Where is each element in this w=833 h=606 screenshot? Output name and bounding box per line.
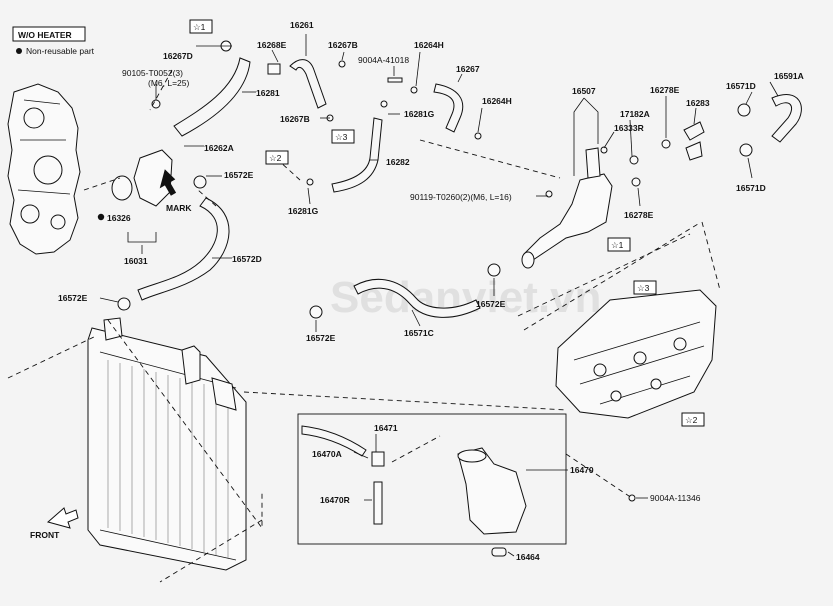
star-ref-2-left: ☆2 [269,153,282,163]
timing-cover-illustration [7,83,81,255]
label-90105-spec: (M6, L=25) [148,78,190,88]
part-labels: 16267D 90105-T0052(3) (M6, L=25) 16281 1… [58,20,804,562]
label-16281: 16281 [256,88,280,98]
label-16264H-top: 16264H [414,40,444,50]
label-16267: 16267 [456,64,480,74]
hose-16591a [771,94,802,143]
label-16267B-left: 16267B [280,114,310,124]
hose-16281 [173,57,251,137]
label-16268E: 16268E [257,40,287,50]
label-16326: 16326 [107,213,131,223]
label-16464: 16464 [516,552,540,562]
star-ref-2-head: ☆2 [685,415,698,425]
non-reusable-dot-icon [16,48,22,54]
radiator-illustration [87,317,247,571]
label-16470R: 16470R [320,495,350,505]
front-indicator: FRONT [30,507,79,540]
label-16572E-mid: 16572E [306,333,336,343]
label-16470: 16470 [570,465,594,475]
star-ref-boxes: ☆1 ☆3 ☆2 ☆1 ☆3 ☆2 [189,19,705,427]
label-16261: 16261 [290,20,314,30]
mark-label: MARK [166,203,192,213]
label-9004A-11346: 9004A-11346 [650,493,701,503]
non-reusable-marker-16326 [97,213,105,221]
label-16278E-low: 16278E [624,210,654,220]
hose-16572d [137,197,230,301]
legend-note: Non-reusable part [26,46,95,56]
star-ref-3-head: ☆3 [637,283,650,293]
label-16278E-top: 16278E [650,85,680,95]
label-16264H-right: 16264H [482,96,512,106]
label-16572E-top: 16572E [224,170,254,180]
legend-box: W/O HEATER Non-reusable part [12,26,95,56]
hose-16571c [353,278,481,318]
dashed-leaders [7,69,721,583]
label-16281G-top: 16281G [404,109,435,119]
reservoir-group [297,413,567,557]
hose-16283 [683,121,705,161]
front-label: FRONT [30,530,60,540]
label-16282: 16282 [386,157,410,167]
label-9004A-41018: 9004A-41018 [358,55,409,65]
label-16267D: 16267D [163,51,193,61]
label-90105: 90105-T0052(3) [122,68,183,78]
label-16267B-top: 16267B [328,40,358,50]
label-16571C: 16571C [404,328,434,338]
water-inlet-illustration [111,99,173,207]
hose-16282 [331,117,383,193]
cylinder-head-illustration [555,289,717,419]
star-ref-3-hose: ☆3 [335,132,348,142]
front-arrow-icon [46,507,79,529]
label-16572E-left: 16572E [58,293,88,303]
leader-lines [99,34,779,557]
label-16281G-low: 16281G [288,206,319,216]
label-90119: 90119-T0260(2)(M6, L=16) [410,192,512,202]
label-16591A: 16591A [774,71,804,81]
water-outlet-illustration [521,147,613,269]
label-16031: 16031 [124,256,148,266]
star-ref-1-top: ☆1 [193,22,206,32]
label-16507: 16507 [572,86,596,96]
legend-title: W/O HEATER [18,30,72,40]
hose-16261 [289,59,327,109]
hose-16267 [433,83,464,133]
label-16283: 16283 [686,98,710,108]
label-16572D: 16572D [232,254,262,264]
star-ref-1-outlet: ☆1 [611,240,624,250]
label-16333R: 16333R [614,123,644,133]
label-16571D-low: 16571D [736,183,766,193]
hoses [137,57,802,318]
label-16470A: 16470A [312,449,342,459]
label-17182A: 17182A [620,109,650,119]
label-16262A: 16262A [204,143,234,153]
label-16571D-top: 16571D [726,81,756,91]
label-16471: 16471 [374,423,398,433]
mark-indicator: MARK [159,169,192,213]
label-16572E-right: 16572E [476,299,506,309]
